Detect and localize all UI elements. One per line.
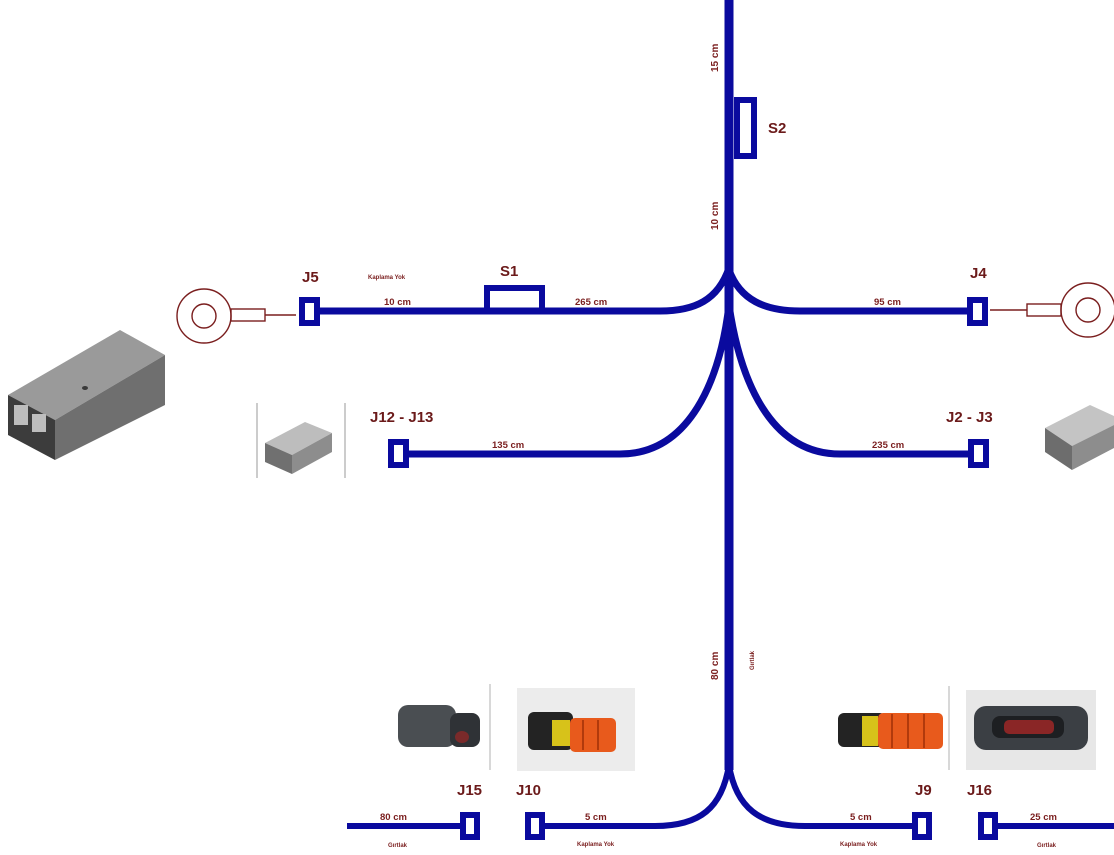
j5-branch-wire (317, 266, 733, 315)
j9-plug-photo-icon (830, 686, 950, 770)
j16-covering-note: Gırtlak (1037, 843, 1057, 849)
j5-covering-note: Kaplama Yok (368, 275, 406, 281)
j10-label: J10 (516, 782, 541, 799)
j15-connector (460, 812, 480, 840)
j2-connector (968, 439, 989, 468)
s1-label: S1 (500, 263, 518, 280)
j15-length-label: 80 cm (380, 812, 407, 823)
j9-branch-wire (726, 764, 916, 829)
j10-plug-photo-icon (517, 688, 635, 771)
j12-connector (388, 439, 409, 468)
j5-length-label: 10 cm (384, 297, 411, 308)
j15-plug-photo-icon (383, 684, 491, 770)
j5-label: J5 (302, 269, 319, 286)
trunk-covering-note: Gırtlak (750, 650, 756, 670)
j15-covering-note: Gırtlak (388, 843, 408, 849)
harness-wires (317, 0, 1114, 829)
j12-housing-icon (256, 403, 346, 478)
j2-housing-icon (1045, 405, 1114, 470)
j12-j13-label: J12 - J13 (370, 409, 433, 426)
j9-label: J9 (915, 782, 932, 799)
j12-length-label: 135 cm (492, 440, 524, 451)
j9-connector (912, 812, 932, 840)
s2-splice (734, 97, 757, 159)
j2-branch-wire (725, 304, 978, 458)
s2-label: S2 (768, 120, 786, 137)
j9-covering-note: Kaplama Yok (840, 842, 878, 848)
ring-terminal-right-icon (990, 282, 1114, 338)
j10-connector (525, 812, 545, 840)
trunk-top-length-label: 15 cm (710, 44, 721, 72)
j15-label: J15 (457, 782, 482, 799)
j4-connector (967, 297, 988, 326)
ring-terminal-left-icon (176, 288, 296, 344)
j4-branch-wire (725, 268, 975, 315)
j10-length-label: 5 cm (585, 812, 607, 823)
s1-length-label: 265 cm (575, 297, 607, 308)
j5-connector (299, 297, 320, 326)
j2-j3-label: J2 - J3 (946, 409, 993, 426)
j16-connector (978, 812, 998, 840)
large-housing-icon (8, 330, 165, 460)
j16-plug-photo-icon (966, 690, 1096, 770)
j4-length-label: 95 cm (874, 297, 901, 308)
trunk-mid-length-label: 10 cm (710, 202, 721, 230)
j10-covering-note: Kaplama Yok (577, 842, 615, 848)
j9-length-label: 5 cm (850, 812, 872, 823)
j12-branch-wire (405, 304, 733, 458)
j4-label: J4 (970, 265, 987, 282)
trunk-bottom-length-label: 80 cm (710, 652, 721, 680)
j16-label: J16 (967, 782, 992, 799)
j16-length-label: 25 cm (1030, 812, 1057, 823)
j10-branch-wire (540, 764, 732, 829)
j2-length-label: 235 cm (872, 440, 904, 451)
